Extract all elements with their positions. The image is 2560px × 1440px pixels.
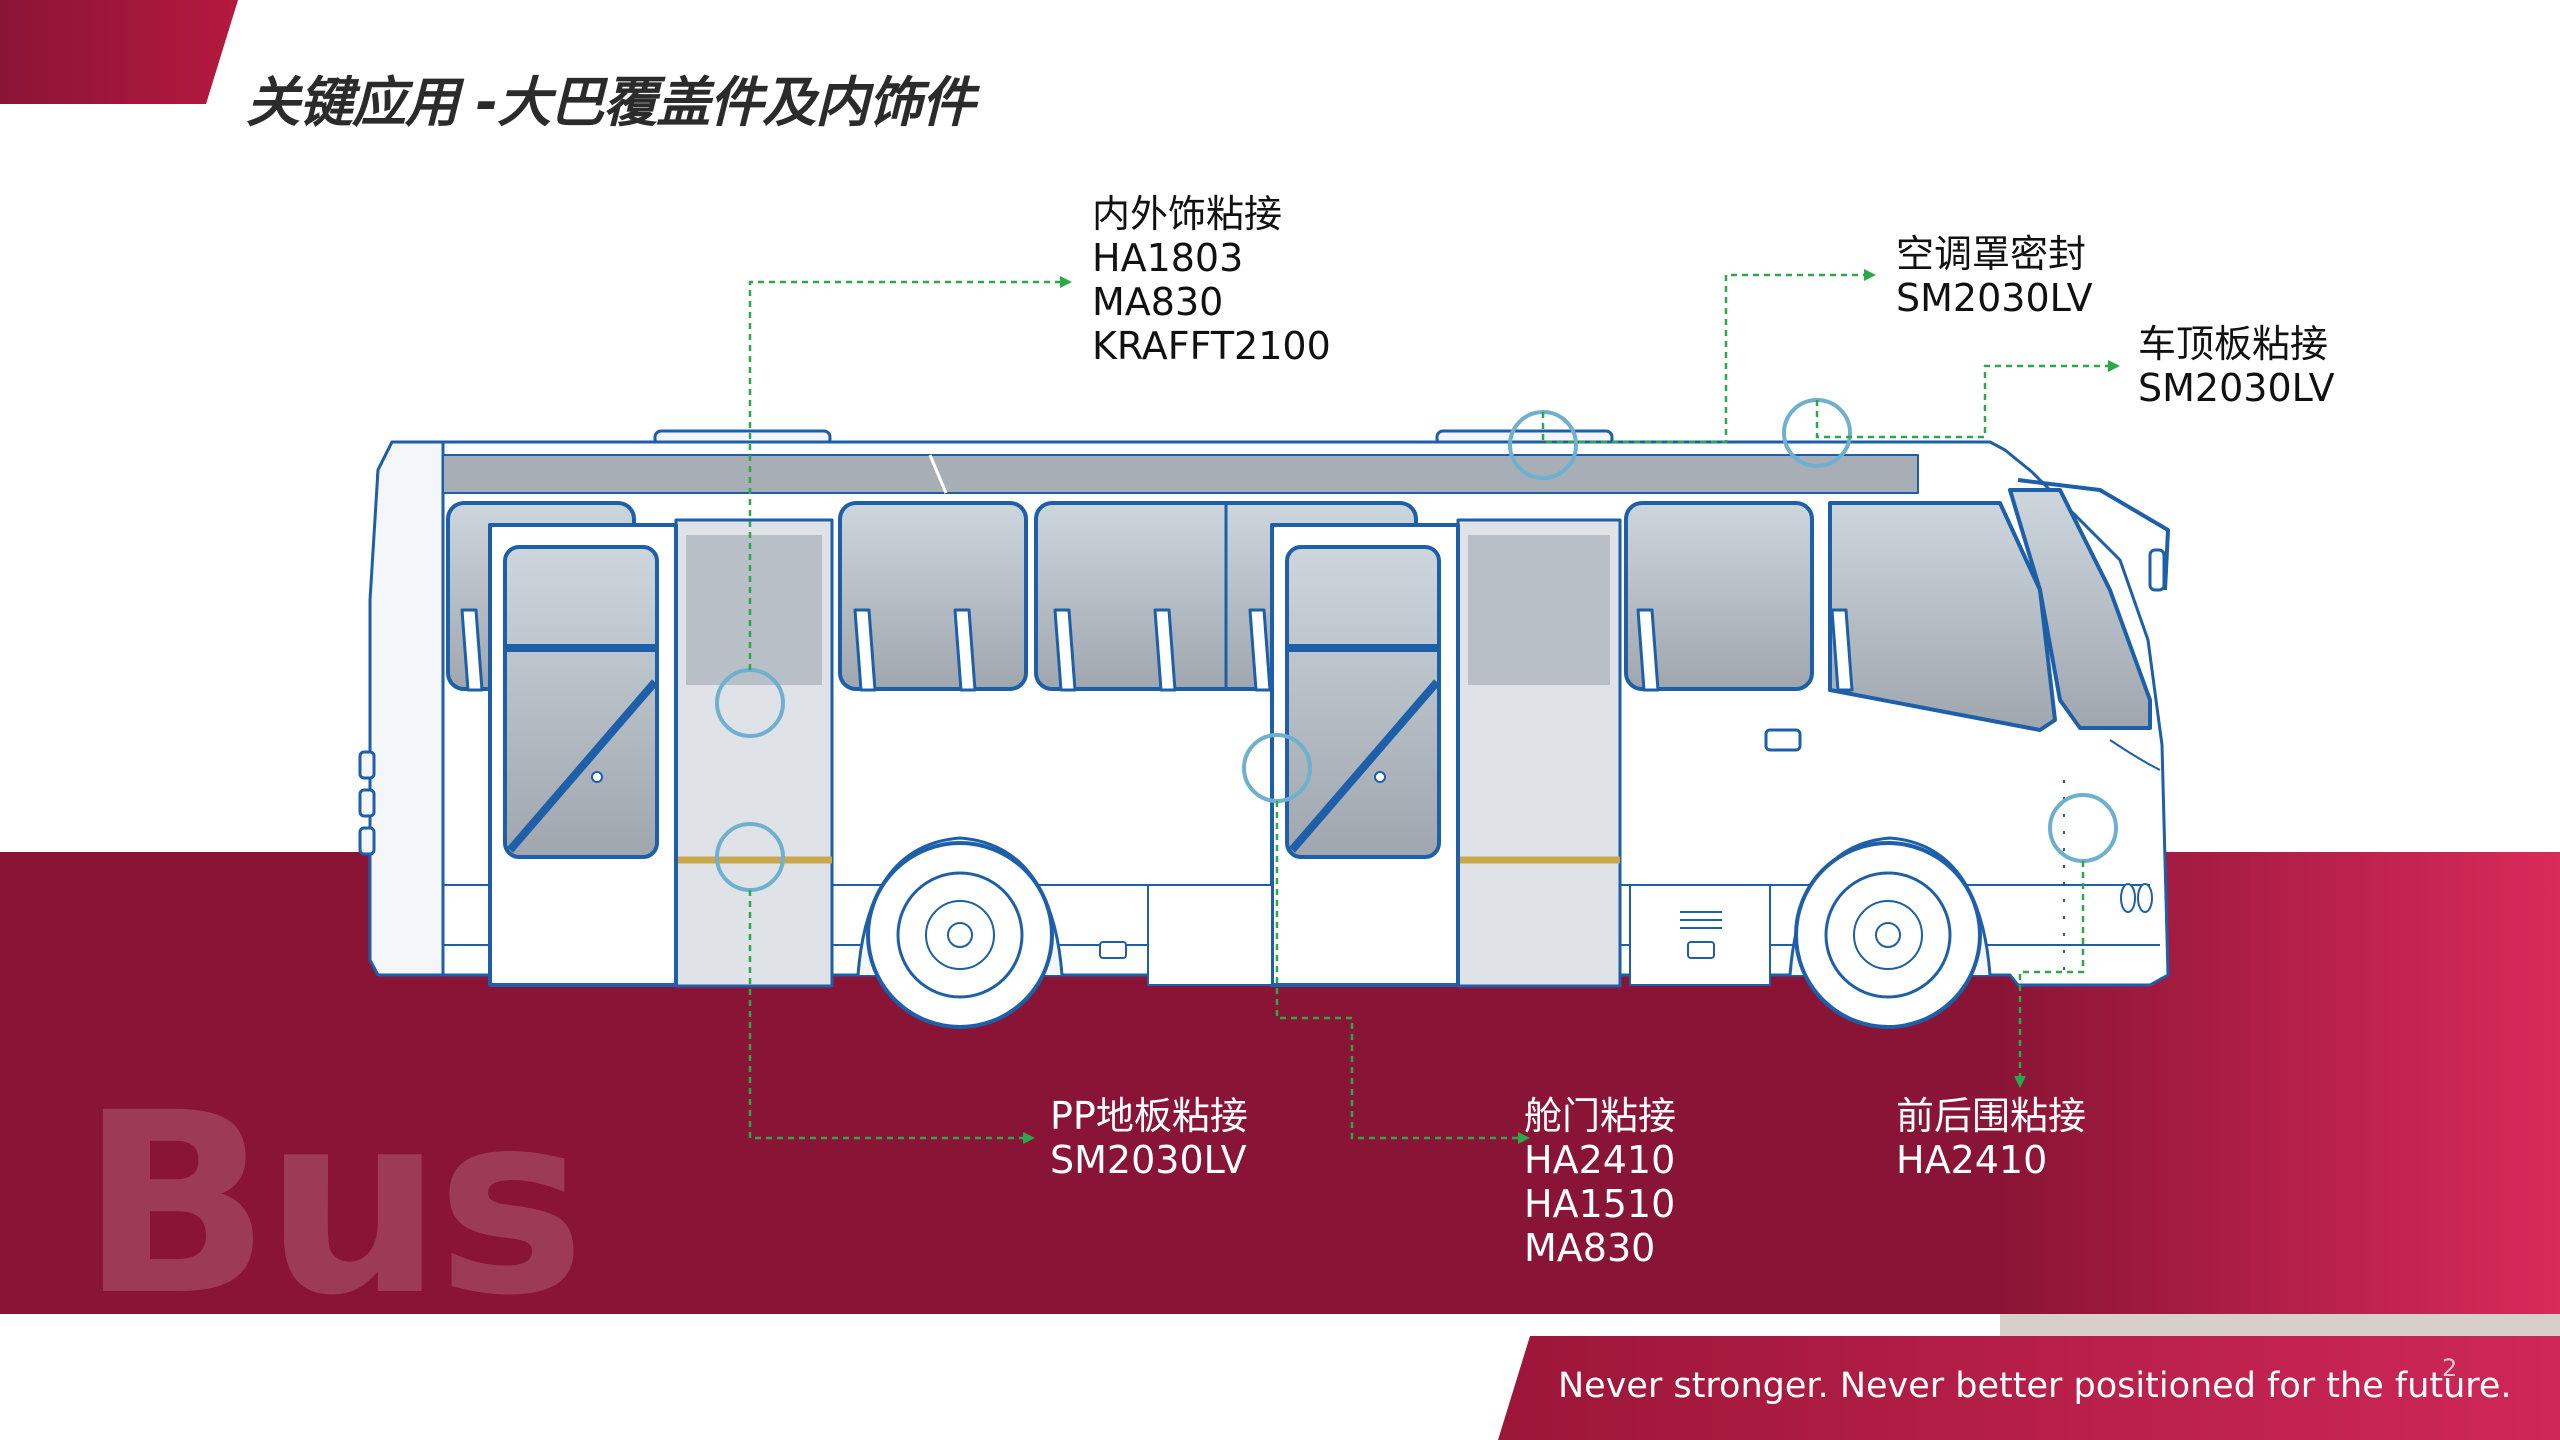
callout-heading: 舱门粘接 — [1524, 1094, 1677, 1138]
product-code: SM2030LV — [1896, 276, 2093, 320]
callout-heading: 内外饰粘接 — [1092, 192, 1283, 236]
callout-hatch-door: 舱门粘接 HA2410 HA1510 MA830 — [1524, 1094, 1676, 1270]
callout-ac-cover: 空调罩密封 SM2030LV — [1896, 232, 2093, 320]
leader-arrowheads — [1023, 269, 2120, 1144]
callout-interior-trim: 内外饰粘接 HA1803 MA830 KRAFFT2100 — [1092, 192, 1331, 368]
corner-tab — [0, 0, 238, 104]
callout-pp-floor: PP地板粘接 SM2030LV — [1050, 1094, 1248, 1182]
callout-heading: PP地板粘接 — [1050, 1094, 1248, 1138]
product-code: HA2410 — [1524, 1138, 1676, 1182]
callout-heading: 车顶板粘接 — [2138, 322, 2329, 366]
callout-heading: 前后围粘接 — [1896, 1094, 2087, 1138]
product-code: SM2030LV — [2138, 366, 2335, 410]
page-number: 2 — [2442, 1354, 2458, 1382]
footer-bar — [1498, 1336, 2560, 1440]
product-code: SM2030LV — [1050, 1138, 1247, 1182]
leader-lines — [748, 273, 2110, 1140]
bus-illustration — [358, 429, 2170, 1029]
footer-tagline: Never stronger. Never better positioned … — [1558, 1366, 2512, 1406]
product-code: HA1803 — [1092, 236, 1244, 280]
product-code: MA830 — [1524, 1226, 1656, 1270]
product-code: HA2410 — [1896, 1138, 2048, 1182]
callout-heading: 空调罩密封 — [1896, 232, 2087, 276]
product-code: KRAFFT2100 — [1092, 324, 1331, 368]
callout-front-rear-skirt: 前后围粘接 HA2410 — [1896, 1094, 2086, 1182]
callout-roof-panel: 车顶板粘接 SM2030LV — [2138, 322, 2335, 410]
slide-title: 关键应用 -大巴覆盖件及内饰件 — [246, 71, 975, 134]
bus-watermark: Bus — [80, 1059, 585, 1350]
product-code: HA1510 — [1524, 1182, 1676, 1226]
product-code: MA830 — [1092, 280, 1224, 324]
